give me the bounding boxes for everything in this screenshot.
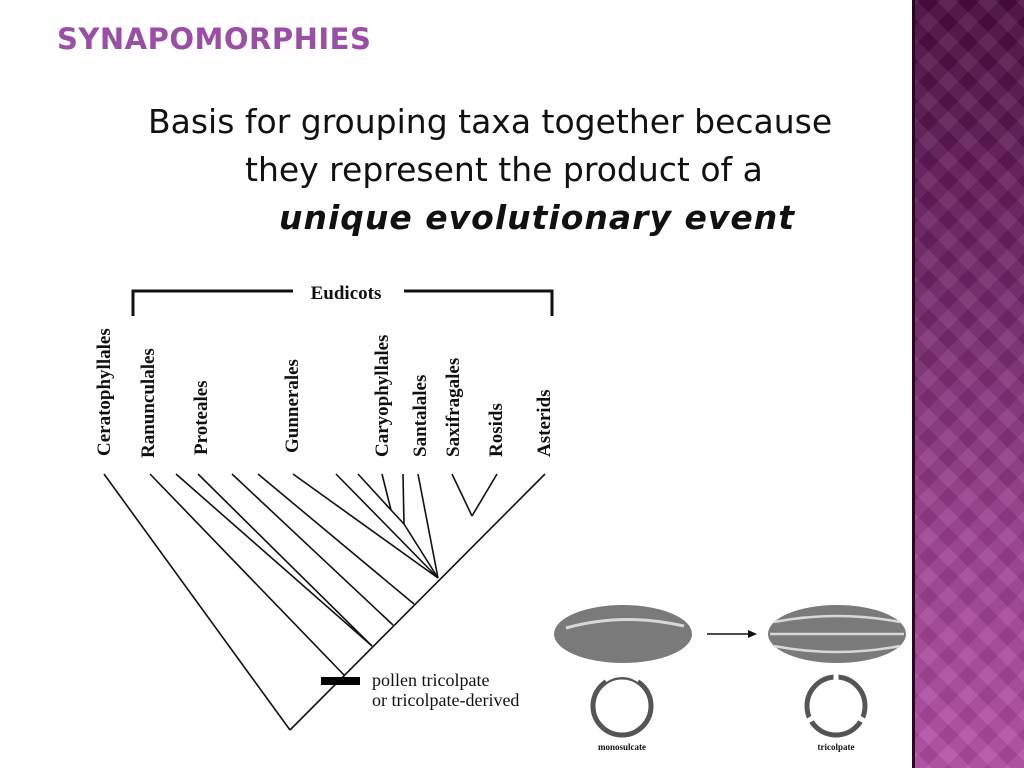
character-label-line-1: pollen tricolpate [372, 670, 489, 690]
taxon-label: Santalales [410, 375, 431, 457]
taxon-label: Asterids [534, 389, 555, 457]
body-line-1: Basis for grouping taxa together because [148, 102, 833, 141]
taxon-label: Ceratophyllales [94, 328, 115, 456]
character-label-line-2: or tricolpate-derived [372, 690, 519, 710]
taxon-label: Saxifragales [443, 358, 464, 457]
body-line-3-emphasis: unique evolutionary event [279, 198, 795, 237]
tricolpate-label: tricolpate [818, 742, 855, 752]
monosulcate-label: monosulcate [598, 742, 646, 752]
body-line-2: they represent the product of a [245, 150, 763, 189]
taxon-label: Ranunculales [138, 348, 159, 458]
arrow-icon [707, 630, 757, 638]
taxon-label: Caryophyllales [372, 335, 393, 457]
slide-title: SYNAPOMORPHIES [57, 22, 372, 56]
taxon-label: Gunnerales [282, 359, 303, 453]
monosulcate-pollen-polar [590, 672, 654, 738]
cladogram-branches [103, 473, 546, 731]
taxon-label: Proteales [191, 380, 212, 455]
tricolpate-pollen-polar [804, 672, 868, 738]
side-band-edge [912, 0, 915, 768]
tricolpate-pollen-side [768, 605, 906, 663]
slide-body-text: Basis for grouping taxa together because… [148, 98, 888, 242]
taxon-label: Rosids [486, 403, 507, 457]
decorative-side-band [912, 0, 1024, 768]
eudicots-bracket [131, 289, 554, 316]
synapomorphy-marker [321, 677, 360, 685]
eudicots-label: Eudicots [311, 283, 382, 304]
monosulcate-pollen-side [554, 605, 692, 663]
